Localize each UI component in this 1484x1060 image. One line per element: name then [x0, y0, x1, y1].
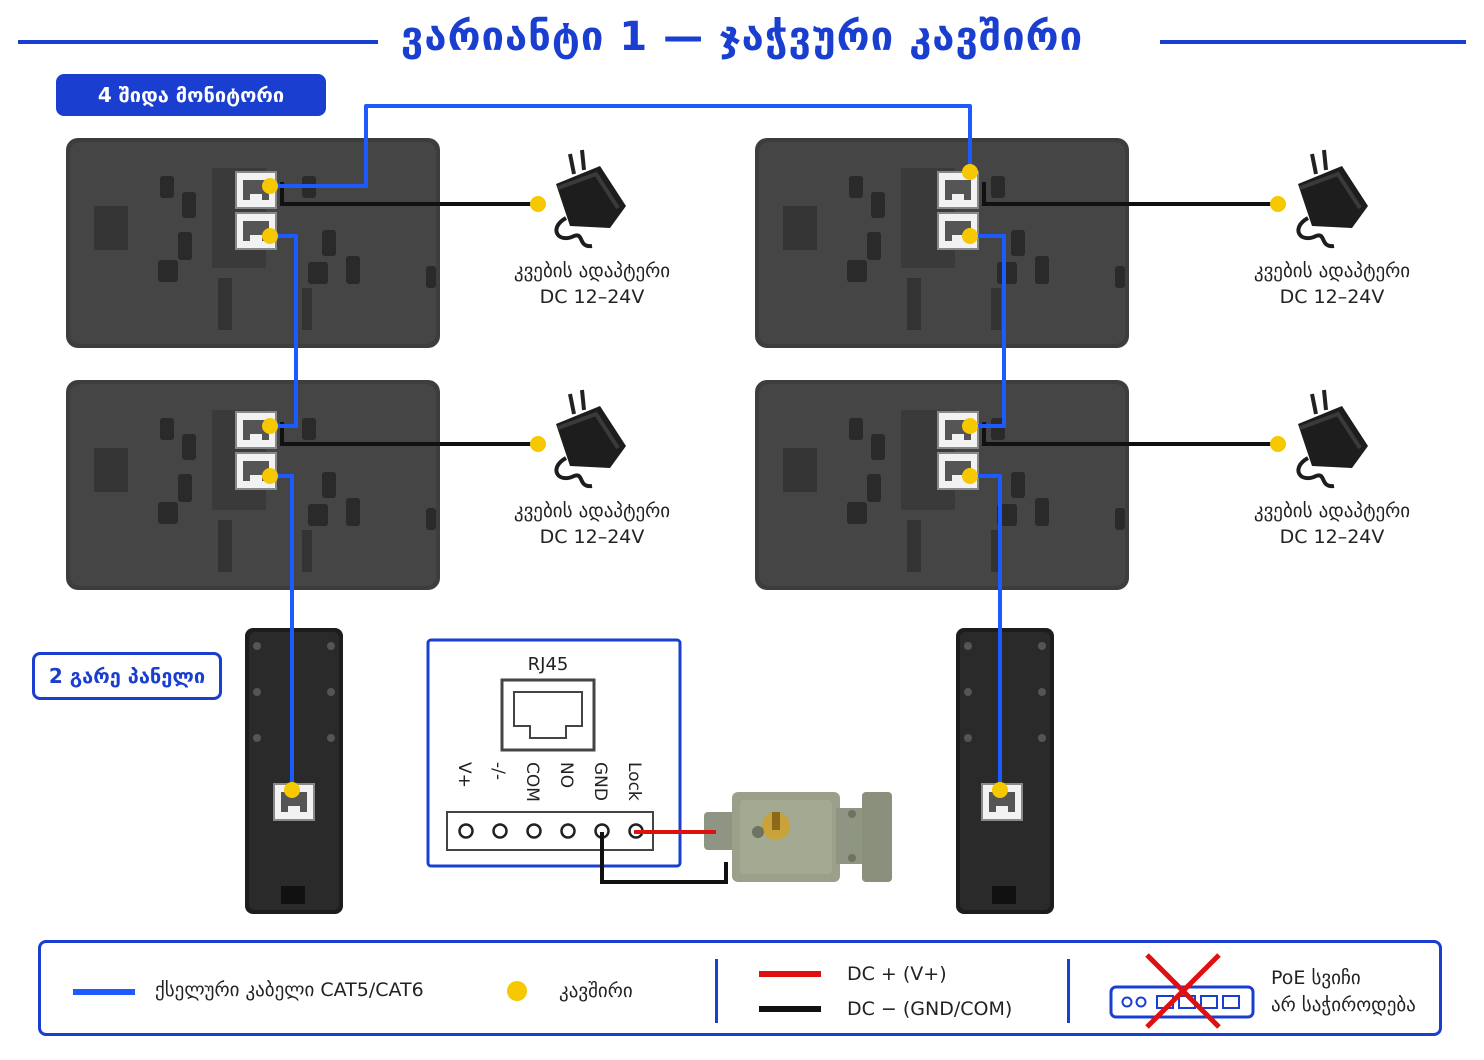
terminal-pin-screw [526, 823, 542, 839]
indoor-monitor-2 [66, 380, 440, 590]
legend-connection-dot [507, 981, 527, 1001]
legend-separator [1067, 959, 1070, 1023]
outdoor-panel-2 [956, 628, 1054, 914]
adapter-name: კვების ადაპტერი [513, 260, 671, 282]
rj45-label: RJ45 [528, 654, 569, 675]
legend-dc-minus-text: DC − (GND/COM) [847, 998, 1013, 1020]
poe-switch-icon [1109, 953, 1255, 1029]
terminal-pin-label: NO [556, 762, 576, 788]
monitors-tag: 4 შიდა მონიტორი [56, 74, 326, 116]
power-adapter-icon [1296, 148, 1370, 249]
adapter-label-3: კვების ადაპტერი DC 12–24V [482, 498, 702, 550]
indoor-monitor-4 [755, 380, 1129, 590]
adapter-label-1: კვების ადაპტერი DC 12–24V [482, 258, 702, 310]
terminal-pin-screw [492, 823, 508, 839]
legend-poe-text-1: PoE სვიჩი [1271, 967, 1361, 989]
power-adapter-icon [554, 148, 628, 249]
power-adapter-icon [1296, 388, 1370, 489]
adapter-spec: DC 12–24V [539, 286, 645, 308]
legend-dc-minus-swatch [759, 1006, 821, 1012]
terminal-pin-label: GND [590, 762, 610, 801]
terminal-pin-screw [560, 823, 576, 839]
adapter-name: კვების ადაპტერი [1253, 500, 1411, 522]
legend: ქსელური კაბელი CAT5/CAT6 კავშირი DC + (V… [38, 940, 1442, 1036]
title-rule-left [18, 40, 378, 44]
adapter-name: კვების ადაპტერი [1253, 260, 1411, 282]
indoor-monitor-1 [66, 138, 440, 348]
title-rule-right [1160, 40, 1466, 44]
panels-tag: 2 გარე პანელი [32, 652, 222, 700]
adapter-name: კვების ადაპტერი [513, 500, 671, 522]
indoor-monitor-3 [755, 138, 1129, 348]
adapter-label-2: კვების ადაპტერი DC 12–24V [1222, 258, 1442, 310]
terminal-pin-label: -/- [488, 762, 508, 780]
legend-cable-text: ქსელური კაბელი CAT5/CAT6 [155, 979, 424, 1001]
terminal-pin-screw [458, 823, 474, 839]
terminal-pin-label: COM [522, 762, 542, 802]
legend-connection-text: კავშირი [559, 980, 633, 1002]
diagram-title: ვარიანტი 1 — ჯაჭვური კავშირი [400, 14, 1084, 60]
power-adapter-icon [554, 388, 628, 489]
adapter-label-4: კვების ადაპტერი DC 12–24V [1222, 498, 1442, 550]
legend-cable-swatch [73, 989, 135, 995]
terminal-pin-label: Lock [624, 762, 644, 801]
legend-poe-text-2: არ საჭიროდება [1271, 994, 1416, 1016]
electric-lock-icon [704, 792, 892, 882]
terminal-pin-label: V+ [454, 762, 474, 788]
terminal-box: RJ45 V+ -/- COM NO GND Lock [426, 638, 682, 868]
adapter-spec: DC 12–24V [1279, 286, 1385, 308]
legend-dc-plus-swatch [759, 971, 821, 977]
adapter-spec: DC 12–24V [1279, 526, 1385, 548]
legend-dc-plus-text: DC + (V+) [847, 963, 947, 985]
legend-separator [715, 959, 718, 1023]
adapter-spec: DC 12–24V [539, 526, 645, 548]
